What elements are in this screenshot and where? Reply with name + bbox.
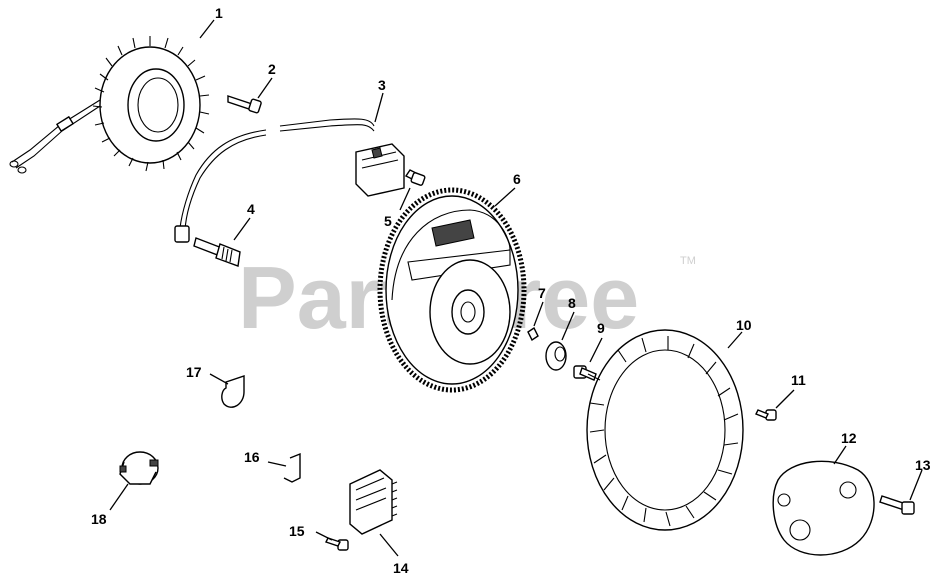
leader-18 (109, 483, 129, 511)
fan-part[interactable] (586, 329, 744, 531)
key-part[interactable] (527, 326, 539, 342)
rectifier-part[interactable] (349, 469, 398, 535)
spark-plug-part[interactable] (193, 237, 241, 267)
screw-part-11[interactable] (755, 409, 777, 421)
callout-3: 3 (378, 77, 386, 93)
leader-3 (374, 92, 384, 123)
callout-6: 6 (513, 171, 521, 187)
callout-9: 9 (597, 320, 605, 336)
hub-part[interactable] (772, 460, 875, 556)
leader-10 (727, 331, 743, 349)
callout-15: 15 (289, 523, 305, 539)
ignition-module-part[interactable] (174, 118, 405, 243)
leader-17 (209, 373, 229, 385)
callout-7: 7 (538, 285, 546, 301)
leader-14 (379, 533, 399, 557)
screw-part-5[interactable] (404, 169, 426, 186)
leader-12 (833, 445, 847, 465)
leader-11 (775, 389, 795, 409)
callout-8: 8 (568, 295, 576, 311)
watermark-tm: TM (680, 255, 696, 267)
callout-4: 4 (247, 201, 255, 217)
leader-1 (199, 19, 215, 39)
callout-17: 17 (186, 364, 202, 380)
leader-16 (267, 461, 287, 467)
washer-part[interactable] (545, 341, 567, 371)
leader-2 (257, 77, 273, 99)
leader-9 (589, 337, 603, 363)
leader-4 (233, 217, 251, 241)
callout-12: 12 (841, 430, 857, 446)
bolt-part-2[interactable] (227, 95, 262, 114)
callout-5: 5 (384, 213, 392, 229)
clamp-part[interactable] (221, 375, 245, 408)
leader-8 (561, 311, 575, 341)
solenoid-part[interactable] (119, 451, 159, 485)
bolt-part-9[interactable] (573, 365, 597, 381)
callout-13: 13 (915, 457, 931, 473)
leader-7 (533, 301, 544, 327)
callout-1: 1 (215, 5, 223, 21)
leader-13 (909, 469, 923, 501)
callout-14: 14 (393, 560, 409, 576)
leader-15 (315, 531, 333, 541)
screw-part-15[interactable] (325, 537, 349, 551)
clip-part[interactable] (283, 452, 301, 483)
leader-5 (399, 187, 411, 211)
leader-6 (494, 187, 516, 207)
bolt-part-13[interactable] (879, 495, 915, 515)
callout-11: 11 (791, 372, 806, 388)
callout-10: 10 (736, 317, 752, 333)
callout-2: 2 (268, 61, 276, 77)
callout-18: 18 (91, 511, 107, 527)
flywheel-part[interactable] (377, 187, 527, 393)
stator-part[interactable] (9, 36, 210, 174)
callout-16: 16 (244, 449, 260, 465)
